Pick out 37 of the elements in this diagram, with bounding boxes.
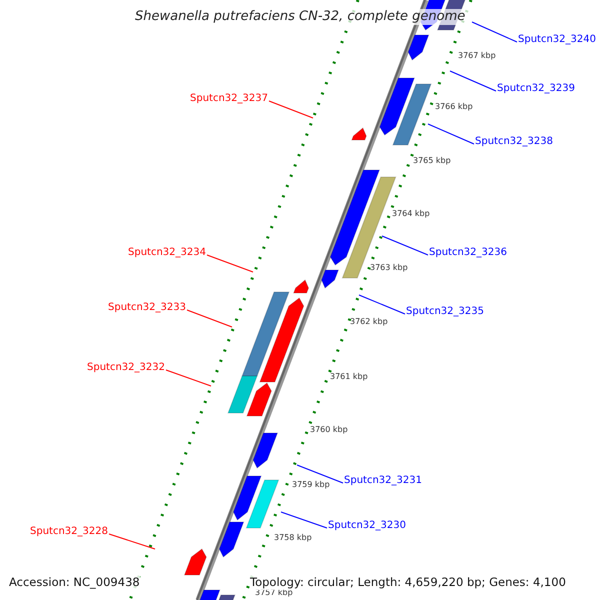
gene-label: Sputcn32_3237 <box>190 93 268 105</box>
scale-label: 3760 kbp <box>310 425 348 435</box>
gene-label: Sputcn32_3231 <box>344 475 422 487</box>
scale-label: 3764 kbp <box>392 209 430 219</box>
leader-line <box>358 294 406 314</box>
gene-label: Sputcn32_3230 <box>328 520 406 532</box>
gene-label: Sputcn32_3239 <box>497 83 575 95</box>
leader-line <box>268 100 314 118</box>
leader-line <box>166 370 212 386</box>
leader-line <box>280 512 328 528</box>
leader-line <box>186 310 232 328</box>
scale-label: 3762 kbp <box>350 317 388 327</box>
scale-label: 3766 kbp <box>435 102 473 112</box>
footer-text: Topology: circular; Length: 4,659,220 bp; Genes: 4,100 <box>250 575 566 590</box>
gene-label: Sputcn32_3238 <box>475 136 553 148</box>
gene-label: Sputcn32_3233 <box>108 302 186 314</box>
gene-label: Sputcn32_3228 <box>30 526 108 538</box>
scale-label: 3763 kbp <box>370 263 408 273</box>
leader-line <box>472 22 518 42</box>
scale-label: 3758 kbp <box>274 533 312 543</box>
gene-label: Sputcn32_3236 <box>429 247 507 259</box>
leader-line <box>382 236 428 256</box>
scale-label: 3765 kbp <box>413 156 451 166</box>
scale-label: 3767 kbp <box>458 51 496 61</box>
leader-line <box>206 254 254 272</box>
leader-line <box>296 464 344 484</box>
gene-label: Sputcn32_3240 <box>518 34 596 46</box>
scale-label: 3759 kbp <box>292 480 330 490</box>
gene-label: Sputcn32_3235 <box>406 306 484 318</box>
leader-line <box>108 534 156 550</box>
leader-line <box>450 70 496 92</box>
leader-line <box>428 124 474 144</box>
gene-label: Sputcn32_3234 <box>128 247 206 259</box>
footer-text: Accession: NC_009438 <box>9 575 140 590</box>
scale-label: 3757 kbp <box>255 588 293 598</box>
scale-label: 3761 kbp <box>330 372 368 382</box>
gene-label: Sputcn32_3232 <box>87 362 165 374</box>
